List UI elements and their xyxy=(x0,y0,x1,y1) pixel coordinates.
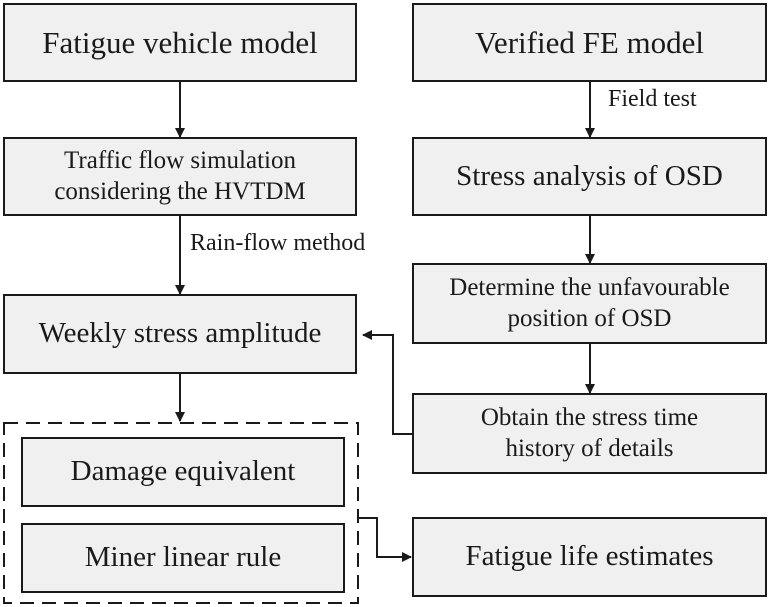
miner-linear-rule-box: Miner linear rule xyxy=(21,523,345,593)
damage-equivalent-label: Damage equivalent xyxy=(70,455,296,488)
rain-flow-method-label: Rain-flow method xyxy=(190,230,366,256)
unfavourable-label-line2: position of OSD xyxy=(507,304,672,332)
verified-fe-model-box: Verified FE model xyxy=(412,3,767,82)
damage-equivalent-box: Damage equivalent xyxy=(21,437,345,507)
stress-time-history-box: Obtain the stress time history of detail… xyxy=(412,393,767,474)
stress-history-label-line1: Obtain the stress time xyxy=(480,404,699,431)
field-test-label: Field test xyxy=(608,86,697,112)
weekly-stress-amplitude-box: Weekly stress amplitude xyxy=(3,294,357,374)
fatigue-life-label: Fatigue life estimates xyxy=(465,540,714,573)
unfavourable-label-line1: Determine the unfavourable xyxy=(449,274,730,301)
traffic-flow-label-line2: considering the HVTDM xyxy=(54,177,306,205)
traffic-flow-label-line1: Traffic flow simulation xyxy=(64,147,296,174)
unfavourable-position-box: Determine the unfavourable position of O… xyxy=(412,263,767,344)
verified-fe-model-label: Verified FE model xyxy=(474,24,704,60)
stress-analysis-box: Stress analysis of OSD xyxy=(412,137,767,216)
fatigue-vehicle-model-label: Fatigue vehicle model xyxy=(42,24,318,60)
fatigue-life-estimates-box: Fatigue life estimates xyxy=(412,517,767,597)
arrow-damage-group-to-fatigue-life xyxy=(358,517,412,562)
stress-history-label-line2: history of details xyxy=(505,434,674,462)
damage-group-dashed-border xyxy=(3,422,359,604)
arrow-history-to-weekly xyxy=(362,330,412,435)
fatigue-vehicle-model-box: Fatigue vehicle model xyxy=(3,3,357,82)
weekly-stress-amplitude-label: Weekly stress amplitude xyxy=(38,317,322,350)
traffic-flow-simulation-box: Traffic flow simulation considering the … xyxy=(3,137,357,216)
stress-analysis-label: Stress analysis of OSD xyxy=(456,159,723,192)
miner-linear-rule-label: Miner linear rule xyxy=(84,541,282,574)
